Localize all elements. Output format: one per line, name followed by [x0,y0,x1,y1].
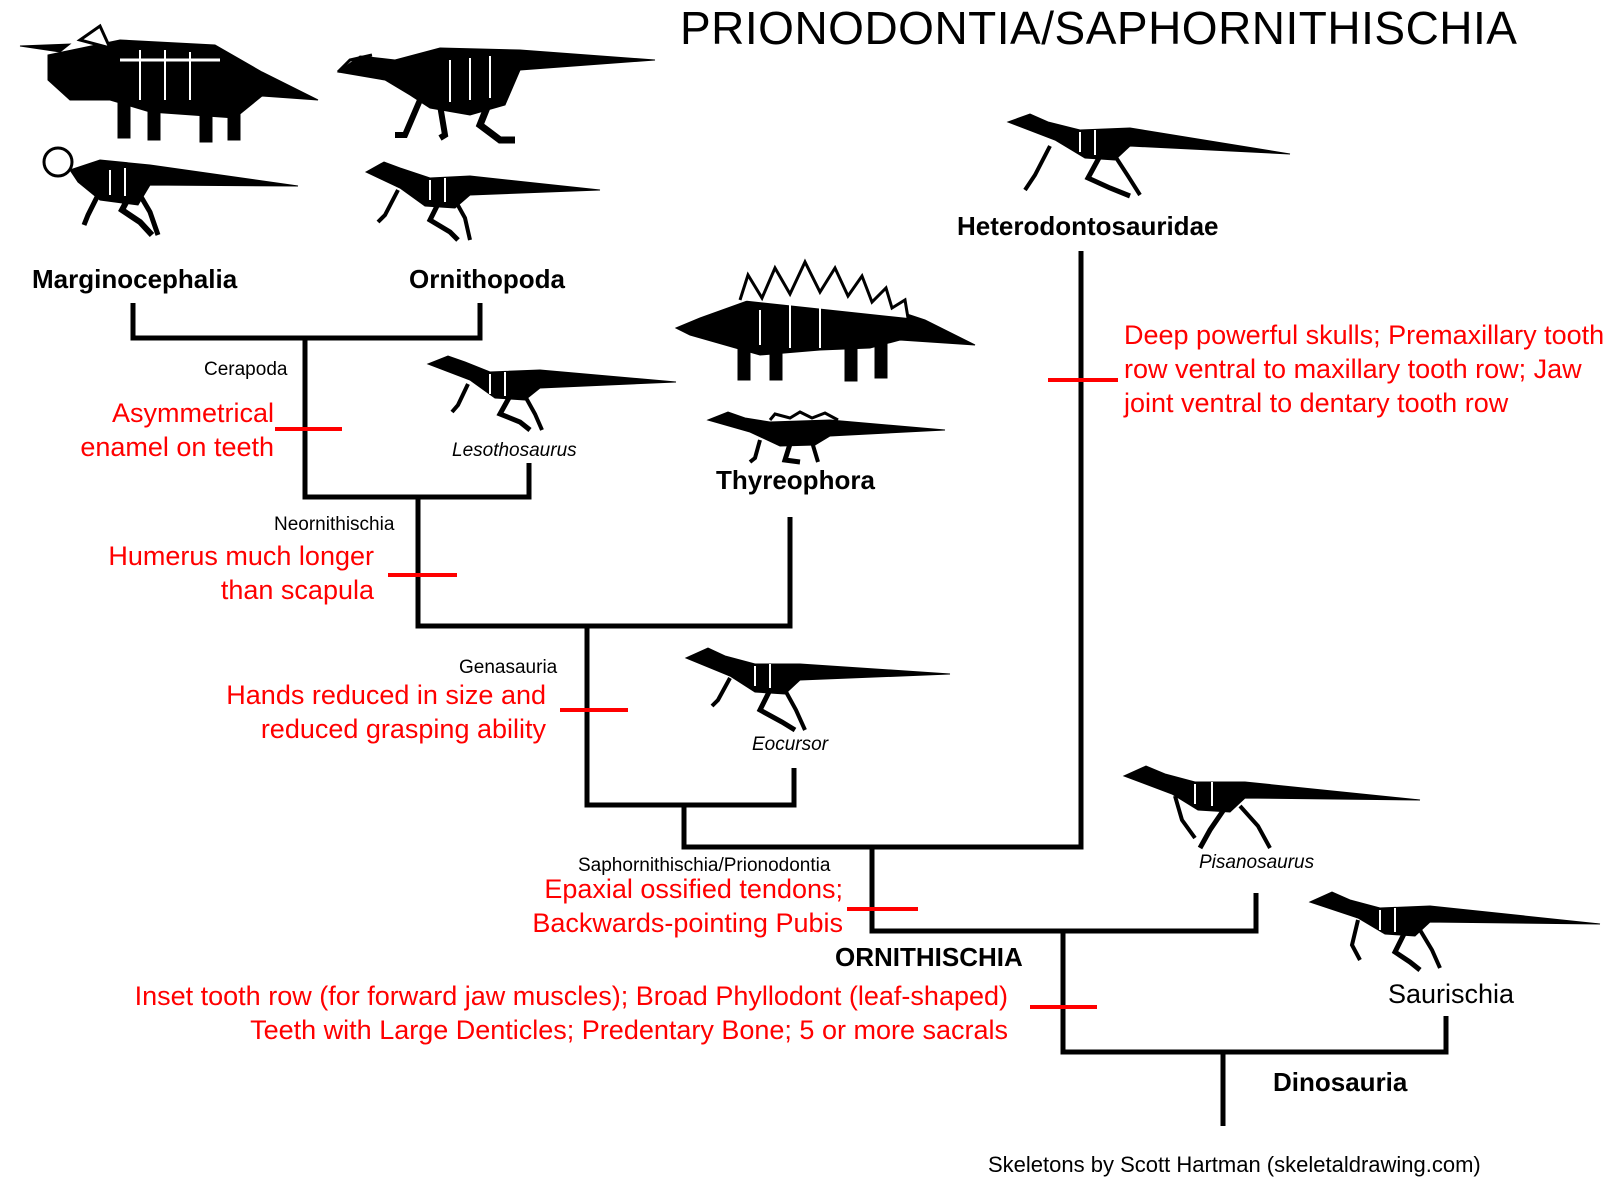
hypsilophodont-skeleton-icon [364,161,601,242]
clade-label-ornithischia: ORNITHISCHIA [835,942,1023,972]
hadrosaur-skeleton-icon [336,47,656,144]
credit-line: Skeletons by Scott Hartman (skeletaldraw… [988,1152,1481,1177]
synapomorphy-line: Teeth with Large Denticles; Predentary B… [250,1014,1008,1045]
branch-neornithischia [415,497,793,629]
synapomorphy-line: Backwards-pointing Pubis [532,907,843,938]
tree-branches [130,251,1449,1126]
genus-label-eocursor: Eocursor [752,734,829,755]
page-title: PRIONODONTIA/SAPHORNITHISCHIA [680,2,1518,54]
synapomorphy-line: Asymmetrical [111,398,274,428]
branch-saphornithischia [681,251,1084,850]
synapomorphy-ticks [275,378,1118,1009]
synapomorphy-ornithischia: Inset tooth row (for forward jaw muscles… [135,980,1008,1048]
branch-cerapoda [302,338,532,500]
clade-label-saurischia: Saurischia [1388,979,1515,1009]
synapomorphy-line: Inset tooth row (for forward jaw muscles… [134,981,1008,1011]
clade-label-ornithopoda: Ornithopoda [409,264,565,294]
triceratops-skeleton-icon [19,23,319,143]
synapomorphy-line: than scapula [220,574,374,605]
node-label-saphornithischia: Saphornithischia/Prionodontia [578,855,831,876]
lesothosaurus-skeleton-icon [426,355,677,432]
clade-label-thyreophora: Thyreophora [716,465,875,495]
branch-genasauria [584,626,797,808]
synapomorphy-line: Epaxial ossified tendons; [544,874,843,904]
scelidosaur-skeleton-icon [706,410,946,465]
synapomorphy-line: Humerus much longer [108,541,374,571]
synapomorphy-genasauria: Hands reduced in size and reduced graspi… [226,679,546,747]
node-label-cerapoda: Cerapoda [204,359,288,380]
branch-dinosauria [1060,931,1449,1055]
skeleton-illustrations [19,23,1601,972]
synapomorphy-neornithischia: Humerus much longer than scapula [108,540,374,608]
synapomorphy-saphornithischia: Epaxial ossified tendons; Backwards-poin… [532,873,843,941]
synapomorphy-line: reduced grasping ability [260,713,546,744]
stegosaurus-skeleton-icon [674,258,976,382]
branch-marginocephalia [130,303,483,341]
synapomorphy-heterodontosauridae: Deep powerful skulls; Premaxillary tooth… [1124,320,1605,418]
heterodontosaurus-skeleton-icon [1006,113,1291,199]
synapomorphy-line: Hands reduced in size and [226,680,546,710]
genus-label-pisanosaurus: Pisanosaurus [1199,852,1315,873]
node-label-neornithischia: Neornithischia [274,514,395,535]
node-label-genasauria: Genasauria [459,657,558,678]
synapomorphy-line: enamel on teeth [80,431,274,462]
clade-label-marginocephalia: Marginocephalia [32,264,238,294]
pachycephalosaur-skeleton-icon [42,146,299,238]
clade-label-heterodontosauridae: Heterodontosauridae [957,211,1219,241]
eocursor-skeleton-icon [684,647,951,733]
saurischian-skeleton-icon [1308,891,1601,972]
pisanosaurus-skeleton-icon [1122,765,1421,850]
clade-label-dinosauria: Dinosauria [1273,1067,1408,1097]
genus-label-lesothosaurus: Lesothosaurus [452,440,577,461]
synapomorphy-cerapoda: Asymmetrical enamel on teeth [80,397,274,465]
